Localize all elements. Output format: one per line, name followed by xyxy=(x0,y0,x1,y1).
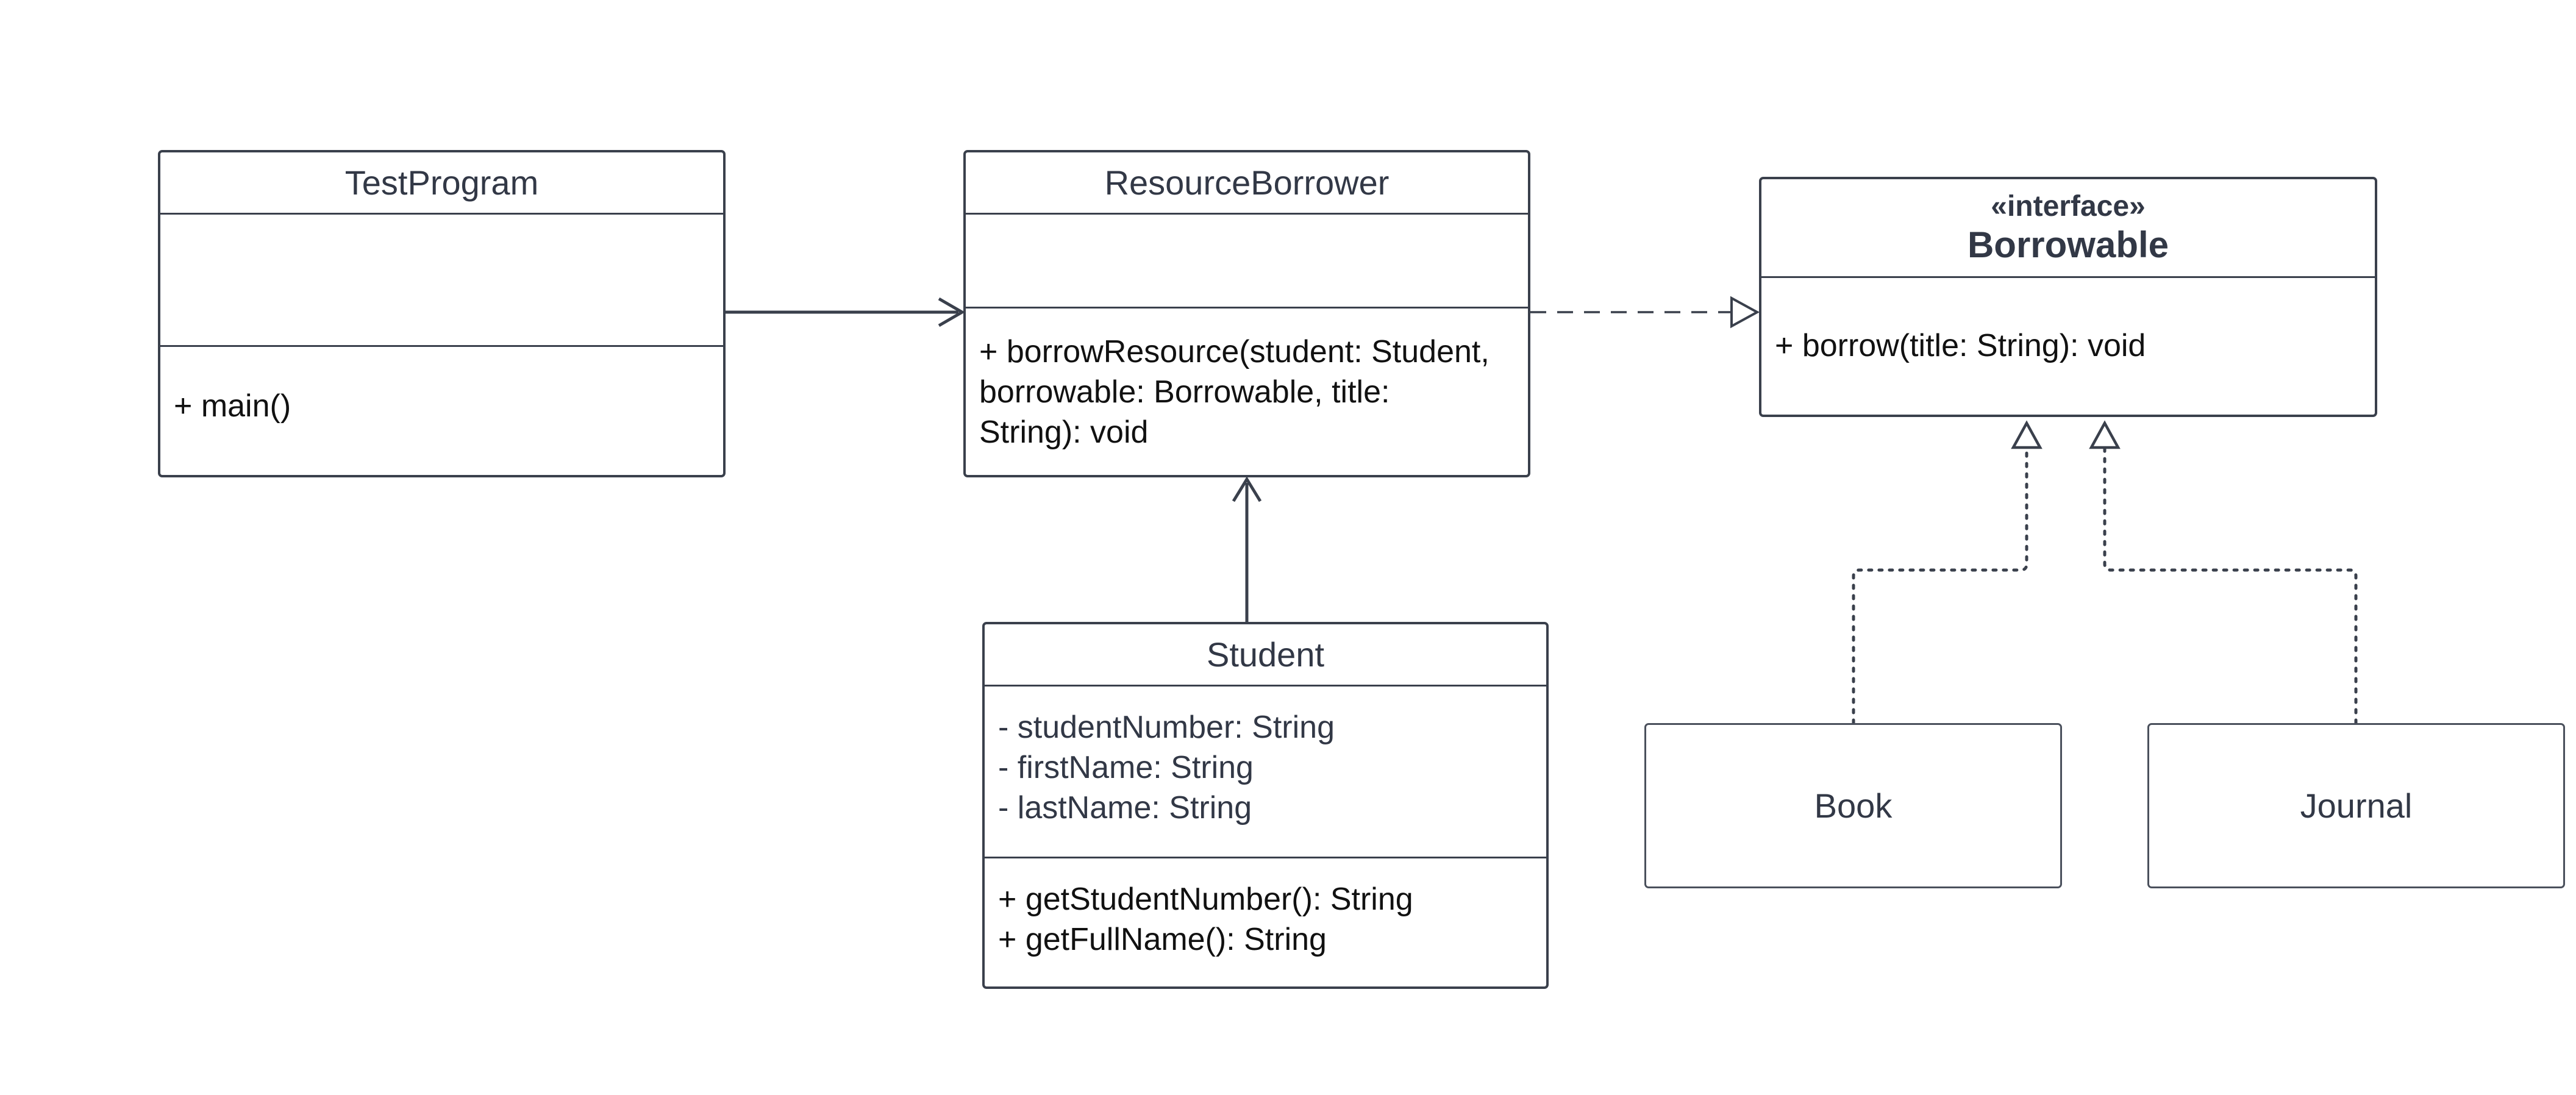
attributes-section xyxy=(966,215,1528,309)
method: String): void xyxy=(979,415,1149,450)
association-student-resourceborrower xyxy=(1232,476,1262,622)
class-journal[interactable]: Journal xyxy=(2147,723,2565,888)
methods-section: + borrow(title: String): void xyxy=(1761,278,2375,366)
interface-borrowable[interactable]: «interface» Borrowable + borrow(title: S… xyxy=(1759,177,2377,417)
methods-section: + main() xyxy=(160,347,723,426)
method: + getStudentNumber(): String xyxy=(998,882,1413,917)
dependency-resourceborrower-borrowable xyxy=(1530,296,1760,329)
class-name: ResourceBorrower xyxy=(966,152,1528,215)
realization-journal-borrowable xyxy=(2089,420,2358,725)
class-testprogram[interactable]: TestProgram + main() xyxy=(158,150,726,477)
class-student[interactable]: Student - studentNumber: String - firstN… xyxy=(982,622,1549,989)
realization-book-borrowable xyxy=(1852,420,2043,725)
method: + borrow(title: String): void xyxy=(1775,328,2146,363)
attribute: - studentNumber: String xyxy=(998,710,1335,745)
interface-name: Borrowable xyxy=(1967,224,2169,265)
stereotype-label: «interface» xyxy=(1991,190,2146,223)
attributes-section: - studentNumber: String - firstName: Str… xyxy=(985,687,1546,858)
method: + main() xyxy=(174,388,291,424)
association-testprogram-resourceborrower xyxy=(726,297,965,327)
attribute: - lastName: String xyxy=(998,790,1252,826)
methods-section: + borrowResource(student: Student, borro… xyxy=(966,309,1528,452)
class-book[interactable]: Book xyxy=(1644,723,2062,888)
class-name: Student xyxy=(985,624,1546,687)
class-name: Book xyxy=(1814,786,1893,825)
attribute: - firstName: String xyxy=(998,750,1254,785)
class-name: TestProgram xyxy=(160,152,723,215)
method: + getFullName(): String xyxy=(998,922,1327,957)
class-name: Journal xyxy=(2300,786,2413,825)
attributes-section xyxy=(160,215,723,347)
method: + borrowResource(student: Student, xyxy=(979,334,1490,369)
methods-section: + getStudentNumber(): String + getFullNa… xyxy=(985,858,1546,960)
interface-header: «interface» Borrowable xyxy=(1761,179,2375,278)
class-resourceborrower[interactable]: ResourceBorrower + borrowResource(studen… xyxy=(963,150,1530,477)
method: borrowable: Borrowable, title: xyxy=(979,374,1390,410)
